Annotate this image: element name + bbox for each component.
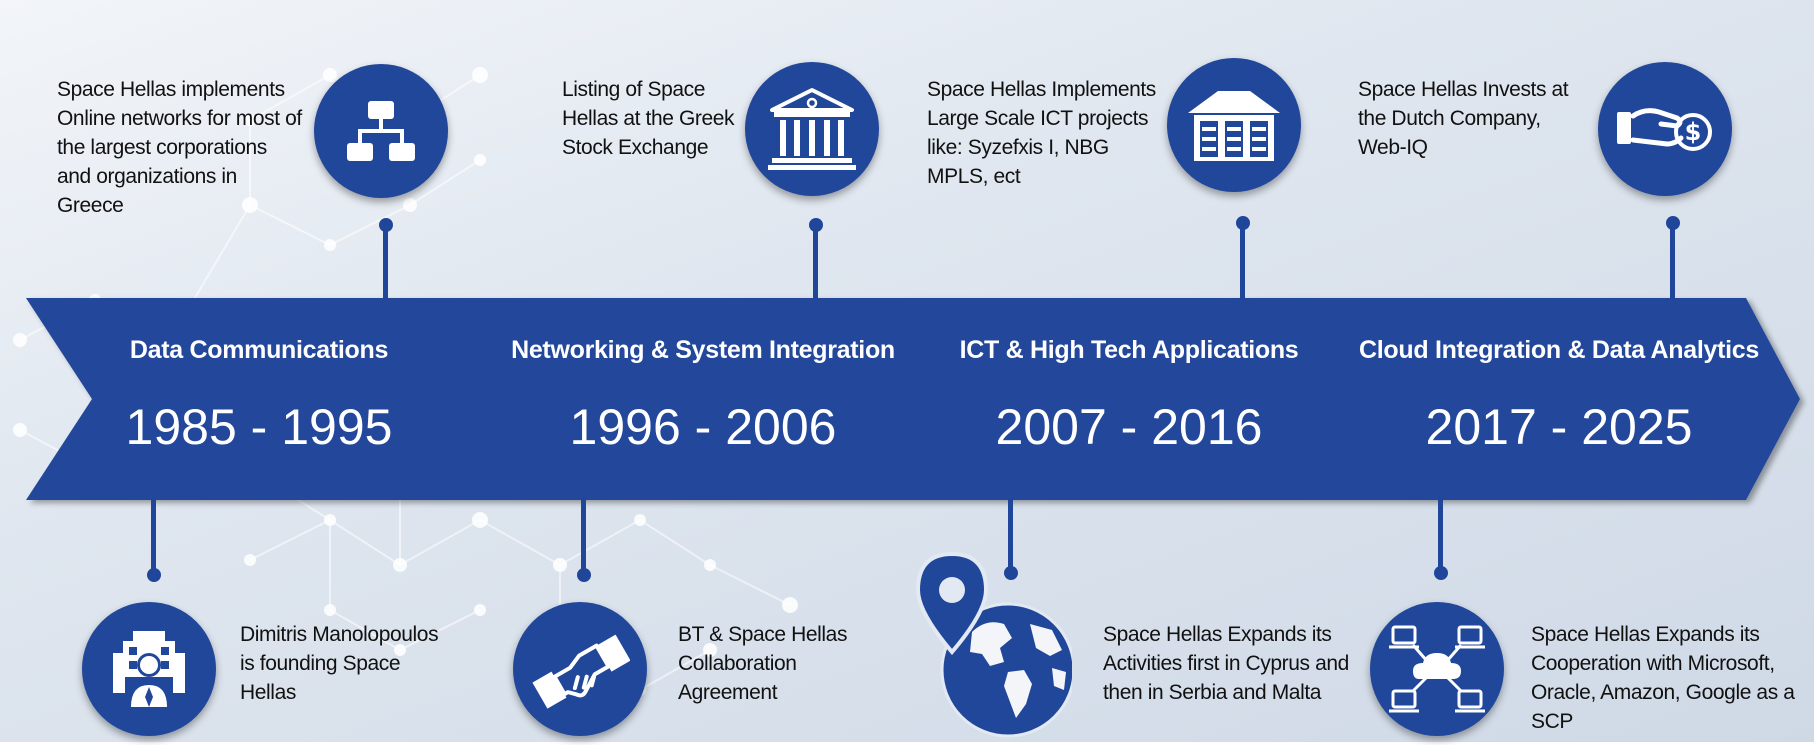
svg-text:$: $	[1685, 118, 1702, 146]
network-hierarchy-icon	[314, 64, 448, 198]
handshake-icon	[513, 602, 647, 736]
connector-dot	[379, 218, 393, 232]
phase-1-title: Data Communications	[129, 336, 389, 364]
chevron-2	[458, 298, 936, 500]
phase-3-title: ICT & High Tech Applications	[959, 336, 1299, 364]
connector-bottom-4	[1438, 498, 1443, 572]
connector-bottom-2	[581, 498, 586, 574]
chevron-1	[26, 298, 510, 500]
phase-1-years: 1985 - 1995	[125, 399, 393, 455]
phase-3-years: 2007 - 2016	[995, 399, 1263, 455]
chevron-4	[1304, 298, 1800, 500]
phase-2-years: 1996 - 2006	[569, 399, 837, 455]
founder-office-icon	[82, 602, 216, 736]
connector-dot	[1236, 216, 1250, 230]
connector-top-3	[1240, 222, 1245, 300]
connector-top-4	[1670, 222, 1675, 300]
connector-dot	[577, 568, 591, 582]
data-center-icon	[1167, 58, 1301, 192]
phase-4-years: 2017 - 2025	[1425, 399, 1693, 455]
connector-top-2	[813, 224, 818, 300]
globe-location-pin-icon	[912, 551, 1076, 740]
stock-exchange-building-icon	[745, 62, 879, 196]
phase-2-title: Networking & System Integration	[511, 336, 895, 364]
connector-top-1	[383, 224, 388, 300]
chevron-3	[884, 298, 1358, 500]
connector-dot	[1434, 566, 1448, 580]
connector-dot	[1004, 566, 1018, 580]
connector-dot	[1666, 216, 1680, 230]
phase-4-title: Cloud Integration & Data Analytics	[1358, 336, 1760, 364]
connector-dot	[809, 218, 823, 232]
connector-dot	[147, 568, 161, 582]
cloud-network-icon	[1370, 602, 1504, 736]
connector-bottom-3	[1008, 498, 1013, 572]
hand-coin-investment-icon: $	[1598, 62, 1732, 196]
connector-bottom-1	[151, 498, 156, 574]
